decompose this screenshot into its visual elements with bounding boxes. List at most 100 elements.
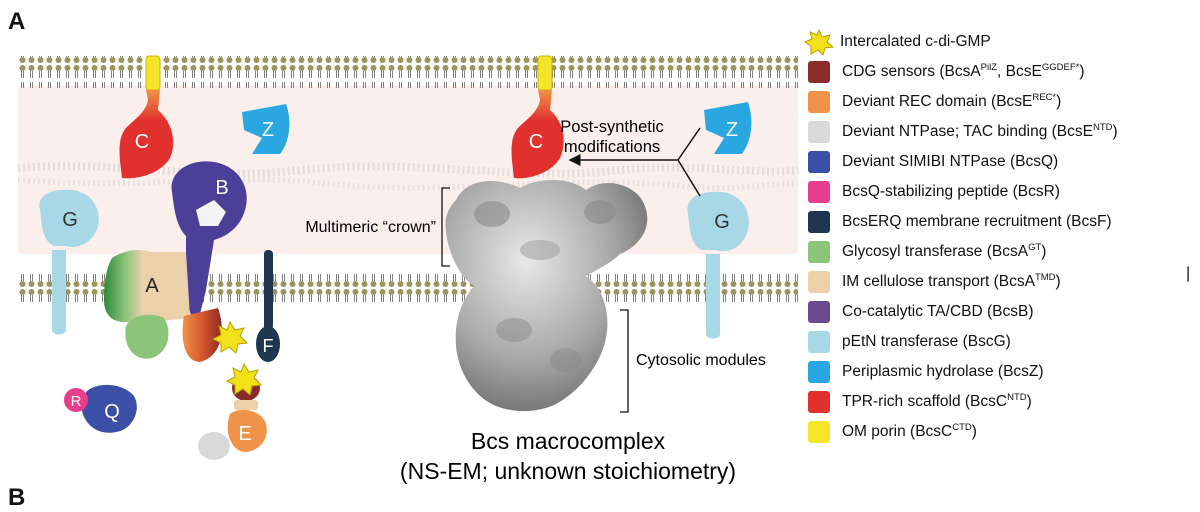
legend-superscript: TMD [1034,271,1056,283]
label-g-right: G [714,211,730,233]
legend-text-part: TPR-rich scaffold (BcsC [842,393,1008,410]
legend-item: OM porin (BcsCCTD) [808,420,977,444]
legend-text-part: IM cellulose transport (BcsA [842,273,1035,290]
legend-item: Deviant NTPase; TAC binding (BcsENTD) [808,120,1118,144]
label-c-left: C [135,131,149,153]
legend-label: Deviant SIMIBI NTPase (BcsQ) [842,153,1058,171]
legend-item: BcsQ-stabilizing peptide (BcsR) [808,180,1060,204]
bcse: E [198,375,267,460]
bcs-diagram: C C Z Z G G B A [17,55,799,484]
legend-swatch [808,331,830,353]
complex-title: Bcs macrocomplex [471,428,666,454]
legend-text-part: ) [1056,93,1062,110]
legend-text-part: , BcsE [997,63,1042,80]
om-porin-right [537,55,553,91]
legend-text-part: OM porin (BcsC [842,423,953,440]
bcsf: F [256,250,280,362]
bcsz-right: Z [704,102,752,154]
legend-label: Deviant REC domain (BcsEREC*) [842,93,1061,111]
cdigmp-star-2 [225,362,263,396]
post-synthetic-label-2: modifications [564,138,660,156]
legend-text-part: ) [971,423,977,440]
legend-swatch [808,121,830,143]
legend-text-part: Co-catalytic TA/CBD (BcsB) [842,303,1034,320]
legend-swatch [808,391,830,413]
label-b: B [215,177,228,199]
legend-label: CDG sensors (BcsAPilZ, BcsEGGDEF*) [842,63,1085,81]
legend-item: Glycosyl transferase (BcsAGT) [808,240,1046,264]
legend-swatch [808,151,830,173]
label-q: Q [104,401,120,423]
label-g-left: G [62,209,78,231]
bcsc-right: C [511,90,564,179]
legend-superscript: GT [1028,241,1042,253]
legend-swatch [808,271,830,293]
legend-label: Periplasmic hydrolase (BcsZ) [842,363,1044,381]
post-synthetic-label-1: Post-synthetic [560,118,664,136]
legend-superscript: NTD [1007,391,1027,403]
legend-text-part: CDG sensors (BcsA [842,63,981,80]
bcsa: A [104,250,190,359]
label-f: F [263,336,274,356]
cytosolic-bracket [620,309,629,413]
panel-label-b: B [8,484,26,511]
legend-item: CDG sensors (BcsAPilZ, BcsEGGDEF*) [808,60,1085,84]
legend-item: pEtN transferase (BscG) [808,330,1011,354]
legend-label: pEtN transferase (BscG) [842,333,1011,351]
legend-item: Deviant REC domain (BcsEREC*) [808,90,1061,114]
label-z-left: Z [262,119,274,141]
bcsa-pilz-domain [182,308,222,362]
legend-text-part: Deviant SIMIBI NTPase (BcsQ) [842,153,1059,170]
legend-superscript: GGDEF* [1041,61,1080,73]
em-density-map [445,179,648,412]
legend-cdigmp-label: Intercalated c-di-GMP [840,33,991,50]
legend-swatch [808,301,830,323]
legend-superscript: CTD [952,421,972,433]
bcsb: B [171,161,247,330]
legend-label: IM cellulose transport (BcsATMD) [842,273,1061,291]
legend-label: TPR-rich scaffold (BcsCNTD) [842,393,1032,411]
legend-text-part: ) [1041,243,1047,260]
label-c-right: C [529,131,543,153]
post-synthetic-arrows [568,127,701,197]
legend-swatch [808,421,830,443]
legend-swatch [808,91,830,113]
bcsg-left: G [39,189,99,335]
cytosolic-label: Cytosolic modules [636,352,766,369]
legend-item: Deviant SIMIBI NTPase (BcsQ) [808,150,1058,174]
legend-swatch [808,241,830,263]
legend-superscript: PilZ [980,61,998,73]
legend-label: Deviant NTPase; TAC binding (BcsENTD) [842,123,1118,141]
bcsc-left: C [119,90,174,179]
legend-text-part: pEtN transferase (BscG) [842,333,1011,350]
bcsq: Q [82,384,137,433]
legend-item: BcsERQ membrane recruitment (BcsF) [808,210,1112,234]
legend-label: BcsERQ membrane recruitment (BcsF) [842,213,1112,231]
legend-superscript: REC* [1032,91,1057,103]
legend-text-part: Deviant REC domain (BcsE [842,93,1033,110]
crown-bracket [441,187,450,267]
legend-label: Co-catalytic TA/CBD (BcsB) [842,303,1034,321]
legend-text-part: BcsERQ membrane recruitment (BcsF) [842,213,1112,230]
legend-label: OM porin (BcsCCTD) [842,423,977,441]
legend-swatch [808,211,830,233]
label-e: E [238,423,251,445]
legend-text-part: Periplasmic hydrolase (BcsZ) [842,363,1044,380]
om-porin-left [145,55,161,91]
star-icon [804,29,834,55]
legend-text-part: ) [1079,63,1085,80]
bcsa-gt-domain [125,314,169,359]
legend-label: Glycosyl transferase (BcsAGT) [842,243,1046,261]
legend-item: Co-catalytic TA/CBD (BcsB) [808,300,1034,324]
legend-text-part: ) [1026,393,1032,410]
stray-mark: | [1186,265,1191,282]
legend-text-part: ) [1112,123,1118,140]
bcsz-left: Z [242,104,290,154]
legend-text-part: ) [1055,273,1061,290]
outer-membrane [18,56,798,88]
legend-text-part: BcsQ-stabilizing peptide (BcsR) [842,183,1060,200]
crown-label: Multimeric “crown” [305,219,436,236]
complex-subtitle: (NS-EM; unknown stoichiometry) [400,458,736,484]
legend-swatch [808,61,830,83]
legend-superscript: NTD [1092,121,1113,133]
